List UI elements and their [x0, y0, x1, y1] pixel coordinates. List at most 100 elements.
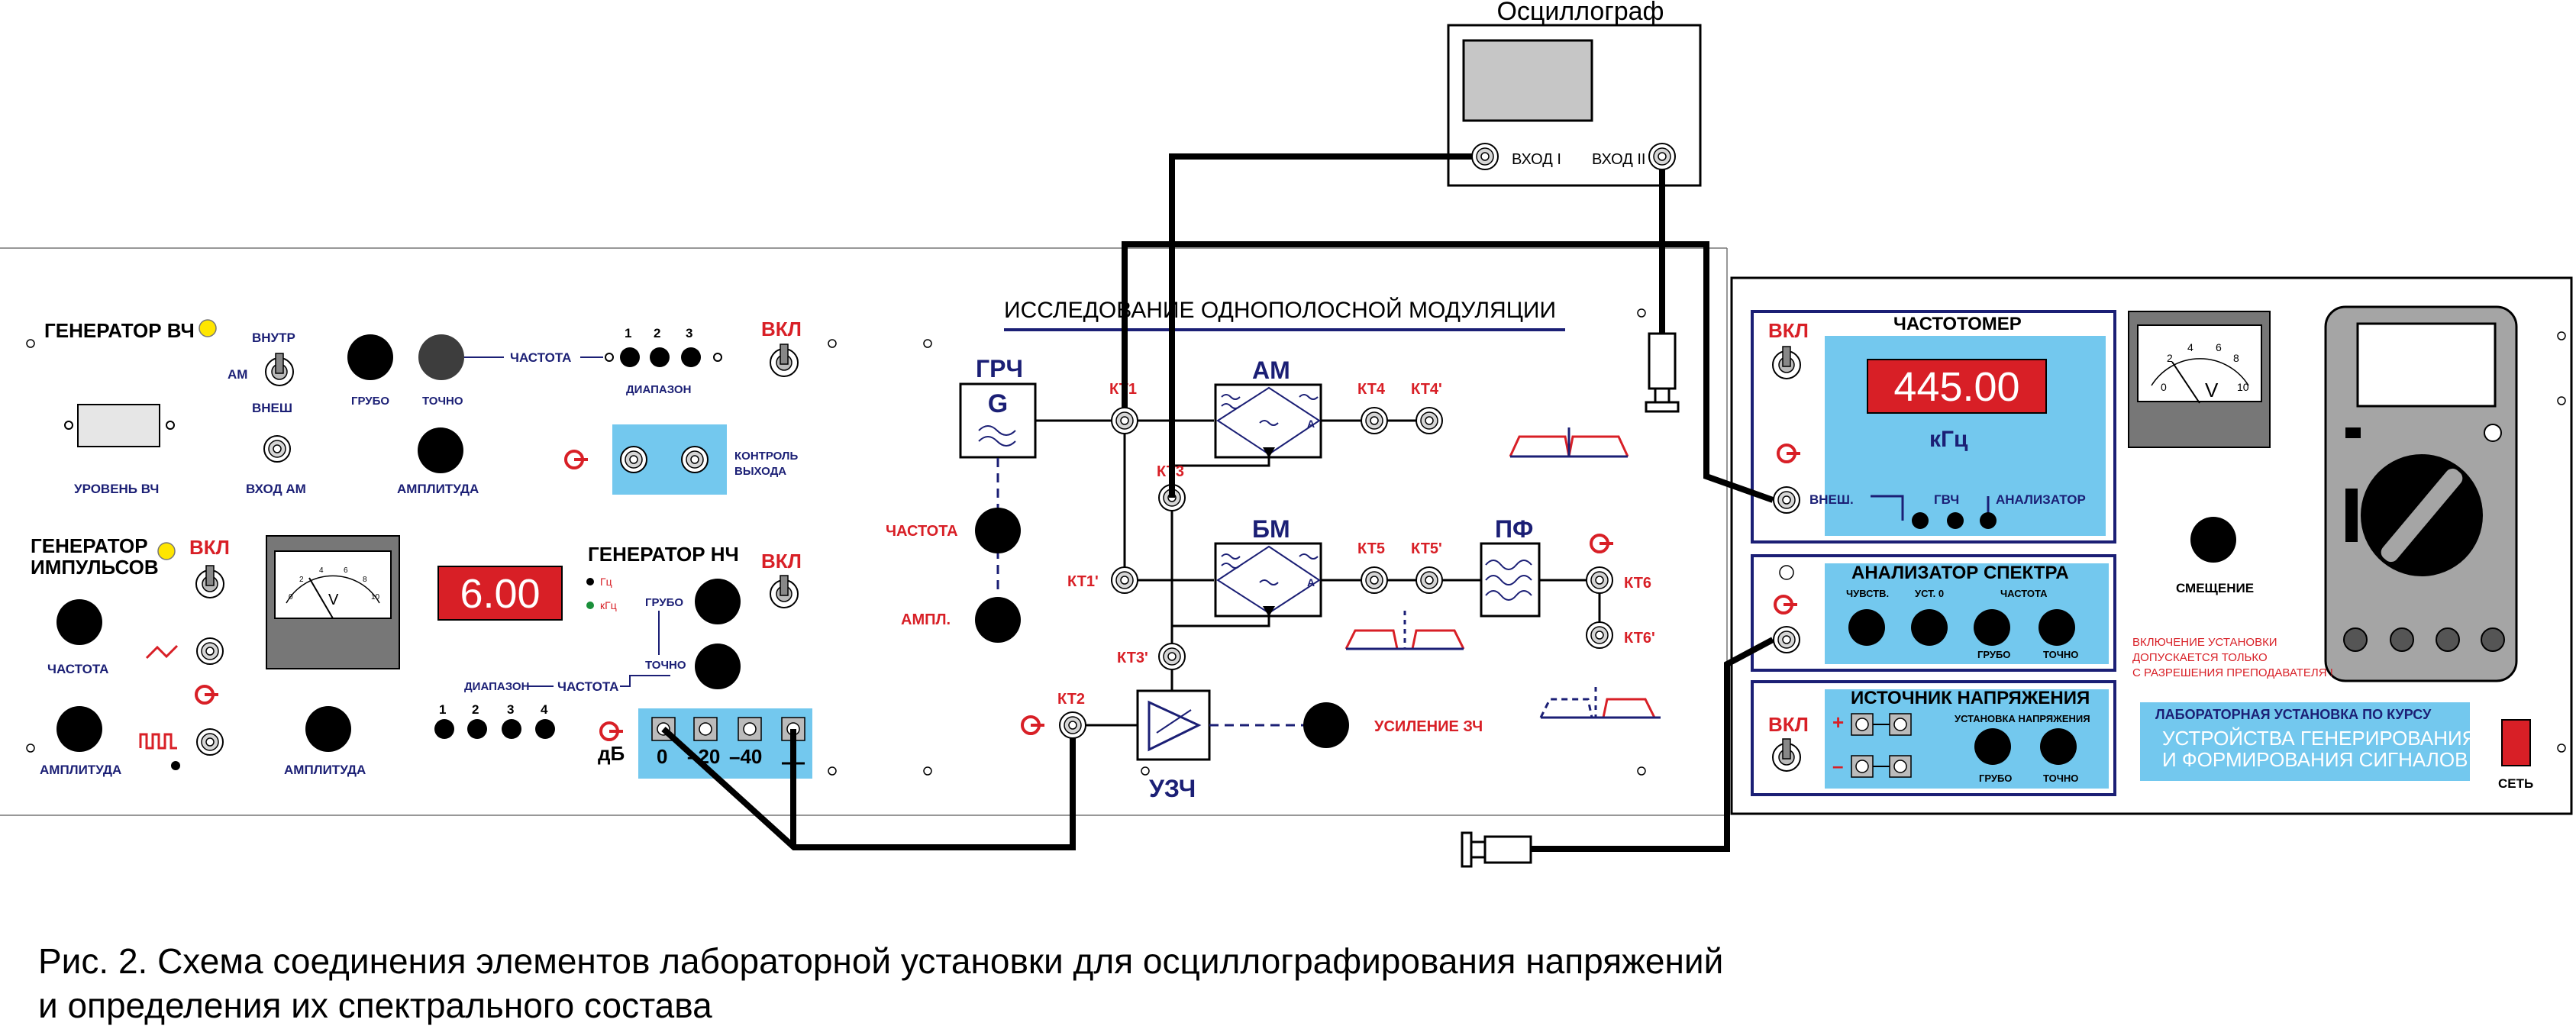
panel-label: 8 — [363, 576, 367, 584]
freq-meter-ext-button[interactable] — [1912, 512, 1929, 529]
hf-power-switch[interactable] — [770, 344, 799, 377]
warning-text: ВКЛЮЧЕНИЕ УСТАНОВКИ ДОПУСКАЕТСЯ ТОЛЬКО С… — [2132, 636, 2333, 679]
oscilloscope-input-1-label: ВХОД I — [1512, 151, 1561, 168]
panel-label: 6.00 — [460, 571, 540, 617]
panel-label: ТОЧНО — [2043, 649, 2078, 660]
psu-fine-knob[interactable] — [2040, 728, 2077, 765]
oscilloscope-input-2-jack[interactable] — [1648, 143, 1676, 170]
panel-label: A — [1307, 418, 1315, 430]
lf-range-4-button[interactable] — [535, 719, 555, 739]
hf-am-input-jack[interactable] — [263, 435, 291, 463]
lf-range-2-button[interactable] — [467, 719, 487, 739]
hf-range-2-button[interactable] — [650, 347, 670, 367]
hf-out-control-jack-1[interactable] — [620, 446, 647, 473]
mains-switch[interactable] — [2501, 719, 2531, 766]
panel-label: СМЕЩЕНИЕ — [2176, 581, 2254, 595]
lf-range-1-button[interactable] — [434, 719, 454, 739]
panel-label: ИСТОЧНИК НАПРЯЖЕНИЯ — [1851, 688, 2090, 708]
panel-label: + — [1832, 711, 1844, 734]
analog-voltmeter: V 0 2 4 6 8 10 — [2128, 311, 2271, 448]
lf-attenuator-20-jack[interactable] — [699, 722, 712, 736]
kt5-prime-jack[interactable] — [1416, 566, 1443, 594]
psu-plus-jack-2[interactable] — [1893, 718, 1907, 731]
bias-knob[interactable] — [2190, 517, 2236, 563]
oscilloscope: Осциллограф ВХОД I ВХОД II — [1447, 0, 1702, 187]
panel-label: ДОПУСКАЕТСЯ ТОЛЬКО — [2132, 651, 2268, 664]
center-amplitude-knob[interactable] — [975, 597, 1021, 643]
pulse-sawtooth-jack[interactable] — [196, 637, 224, 665]
panel-label: С РАЗРЕШЕНИЯ ПРЕПОДАВАТЕЛЯ ! — [2132, 666, 2333, 679]
panel-label: ЧАСТОТА — [886, 523, 958, 540]
panel-label: УСИЛЕНИЕ ЗЧ — [1374, 718, 1483, 735]
panel-label: 10 — [371, 593, 380, 602]
freq-meter-analyzer-button[interactable] — [1980, 512, 1997, 529]
freq-meter-display — [1867, 359, 2047, 414]
pulse-power-switch[interactable] — [195, 565, 224, 598]
panel-label: ЧАСТОТОМЕР — [1893, 314, 2022, 334]
kt4-jack[interactable] — [1361, 407, 1388, 434]
caption-line-1: Рис. 2. Схема соединения элементов лабор… — [38, 941, 1724, 981]
freq-meter-hf-button[interactable] — [1947, 512, 1964, 529]
pulse-square-jack[interactable] — [196, 728, 224, 756]
panel-label: ВНУТР — [252, 331, 295, 345]
panel-label: дБ — [598, 742, 625, 765]
af-gain-knob[interactable] — [1303, 702, 1349, 748]
panel-label: АНАЛИЗАТОР СПЕКТРА — [1851, 563, 2069, 583]
lf-range-3-button[interactable] — [502, 719, 521, 739]
hf-out-control-jack-2[interactable] — [681, 446, 709, 473]
spectrum-input-jack[interactable] — [1773, 626, 1800, 653]
center-frequency-knob[interactable] — [975, 508, 1021, 553]
cables — [661, 153, 1774, 868]
spectrum-coarse-knob[interactable] — [1974, 609, 2010, 646]
psu-plus-jack-1[interactable] — [1855, 718, 1869, 731]
kt6-prime-jack[interactable] — [1586, 621, 1613, 649]
spectrum-fine-knob[interactable] — [2039, 609, 2075, 646]
kt3-prime-jack[interactable] — [1158, 643, 1186, 670]
oscilloscope-input-1-jack[interactable] — [1471, 143, 1499, 170]
kt2-jack[interactable] — [1059, 711, 1086, 739]
center-title: ИССЛЕДОВАНИЕ ОДНОПОЛОСНОЙ МОДУЛЯЦИИ — [1004, 297, 1556, 323]
panel-label: ДИАПАЗОН — [626, 383, 691, 396]
spectrum-zero-knob[interactable] — [1911, 609, 1948, 646]
pulse-amplitude-knob[interactable] — [56, 706, 102, 752]
panel-label: АМПЛ. — [901, 611, 951, 628]
panel-label: ЧАСТОТА — [2000, 588, 2048, 599]
panel-label: 4 — [2187, 341, 2193, 353]
kt1-jack[interactable] — [1111, 407, 1138, 434]
kt4-prime-jack[interactable] — [1416, 407, 1443, 434]
panel-label: кГц — [1929, 427, 1968, 452]
panel-label: ТОЧНО — [2043, 773, 2078, 784]
panel-label: СЕТЬ — [2498, 776, 2533, 791]
panel-label: ВХОД АМ — [246, 482, 306, 496]
lf-fine-knob[interactable] — [695, 644, 741, 689]
lf-coarse-knob[interactable] — [695, 579, 741, 624]
lf-power-switch[interactable] — [770, 575, 799, 608]
hf-coarse-knob[interactable] — [347, 334, 393, 380]
panel-label: Гц — [600, 576, 612, 588]
panel-label: 0 — [657, 745, 667, 768]
panel-label: ГРУБО — [351, 395, 389, 408]
hf-fine-knob[interactable] — [418, 334, 464, 380]
psu-minus-jack-1[interactable] — [1855, 760, 1869, 773]
panel-label: ЧАСТОТА — [510, 350, 571, 365]
hf-amplitude-knob[interactable] — [418, 427, 463, 473]
panel-label: ДИАПАЗОН — [464, 680, 529, 693]
hf-range-3-button[interactable] — [681, 347, 701, 367]
psu-minus-jack-2[interactable] — [1893, 760, 1907, 773]
panel-label: КТ4' — [1411, 381, 1442, 398]
lf-attenuator-40-jack[interactable] — [743, 722, 757, 736]
kt1-prime-jack[interactable] — [1111, 566, 1138, 594]
hf-am-switch[interactable] — [265, 353, 294, 386]
kt5-jack[interactable] — [1361, 566, 1388, 594]
panel-label: ГЕНЕРАТОР — [31, 534, 148, 557]
oscilloscope-input-2-label: ВХОД II — [1592, 151, 1645, 168]
hf-range-1-button[interactable] — [620, 347, 640, 367]
spectrum-sensitivity-knob[interactable] — [1848, 609, 1885, 646]
psu-coarse-knob[interactable] — [1974, 728, 2011, 765]
panel-label: 1 — [625, 326, 631, 340]
pulse-frequency-knob[interactable] — [56, 599, 102, 645]
freq-meter-ext-jack[interactable] — [1773, 486, 1800, 514]
panel-label: УЗЧ — [1149, 775, 1196, 802]
pulse-amplitude-2-knob[interactable] — [305, 706, 351, 752]
kt6-jack[interactable] — [1586, 566, 1613, 594]
